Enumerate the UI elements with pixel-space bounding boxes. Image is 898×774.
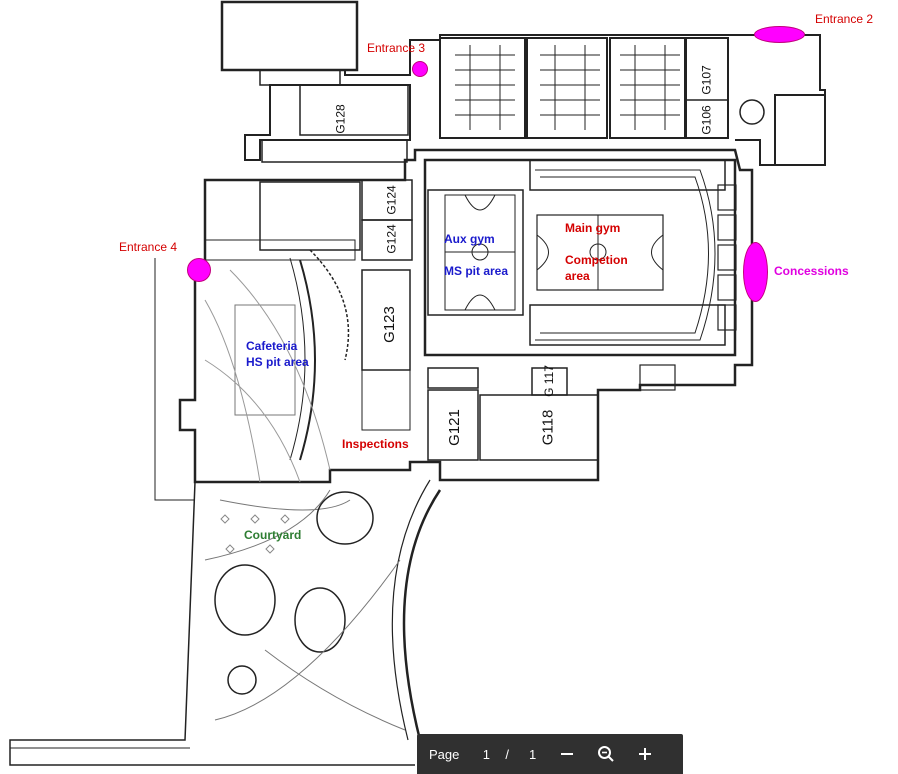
room-g106-label: G106 [699,105,714,135]
concessions-label: Concessions [774,264,849,278]
room-g124-upper-label: G124 [384,185,399,215]
entrance-2-marker [754,26,805,43]
magnifier-minus-icon[interactable] [595,743,617,765]
room-g117-label: G 117 [541,365,556,397]
current-page-input[interactable]: 1 [482,746,490,762]
room-g118-label: G118 [539,409,557,446]
competition-area-label-line2: area [565,269,590,283]
entrance-3-label: Entrance 3 [367,41,426,55]
ms-pit-area-label: MS pit area [444,264,509,278]
total-pages: 1 [529,746,537,762]
entrance-2-label: Entrance 2 [815,12,874,26]
concessions-marker [743,242,768,302]
cafeteria-label: Cafeteria [246,339,298,353]
inspections-label: Inspections [342,437,409,451]
entrance-4-marker [187,258,211,282]
hs-pit-area-label: HS pit area [246,355,309,369]
aux-gym-label: Aux gym [444,232,495,246]
competition-area-label-line1: Competion [565,253,628,267]
page-label: Page [429,746,460,762]
room-g124-lower-label: G124 [384,224,399,254]
plus-icon[interactable] [634,743,656,765]
room-g121-label: G121 [445,409,463,446]
entrance-4-label: Entrance 4 [119,240,178,254]
main-gym-label: Main gym [565,221,621,235]
minus-icon[interactable] [556,743,578,765]
page-separator: / [505,746,509,762]
room-g123-label: G123 [380,306,398,343]
room-g107-label: G107 [699,65,714,95]
room-g128-label: G128 [333,104,348,134]
page-toolbar: Page 1 / 1 [417,734,683,774]
courtyard-label: Courtyard [244,528,302,542]
entrance-3-marker [412,61,428,77]
